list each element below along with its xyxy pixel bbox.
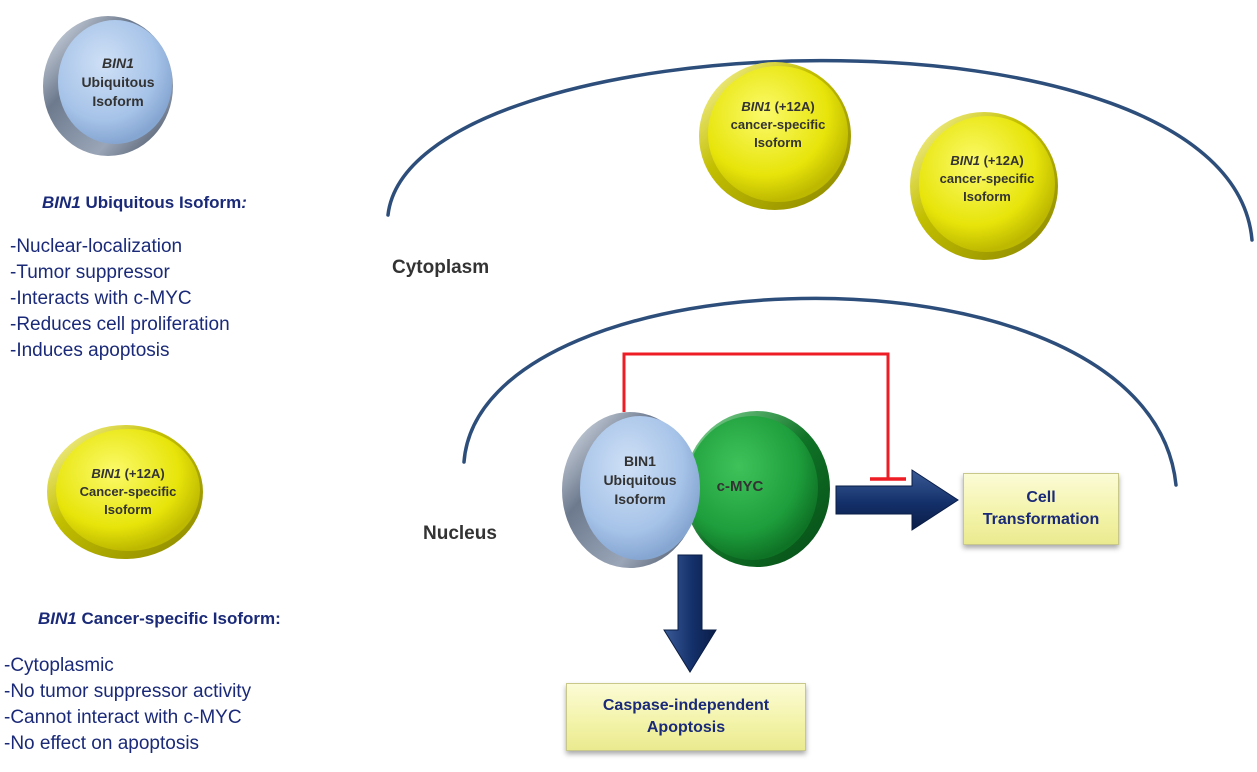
nuclear-membrane	[462, 296, 1178, 487]
cmyc-label: c-MYC	[716, 478, 764, 495]
nucleus-label: Nucleus	[423, 523, 497, 544]
cytoplasm-disc-1-label: BIN1 (+12A) cancer-specific Isoform	[730, 99, 826, 150]
list-item: -No tumor suppressor activity	[4, 681, 252, 702]
list-item: -Tumor suppressor	[10, 262, 170, 283]
cell-membrane	[386, 58, 1254, 242]
list-item: -Cannot interact with c-MYC	[4, 707, 242, 728]
cell-transformation-box: Cell Transformation	[963, 473, 1119, 545]
ubiquitous-heading: BIN1 Ubiquitous Isoform:	[42, 193, 247, 212]
list-item: -Cytoplasmic	[4, 655, 114, 676]
cytoplasm-disc-1	[699, 62, 851, 210]
list-item: -Reduces cell proliferation	[10, 314, 230, 335]
apoptosis-box: Caspase-independent Apoptosis	[566, 683, 806, 751]
cmyc-disc	[684, 411, 830, 567]
legend-cancer-disc-label: BIN1 (+12A) Cancer-specific Isoform	[79, 466, 177, 517]
legend-ubiquitous-disc	[43, 16, 173, 156]
cytoplasm-label: Cytoplasm	[392, 257, 490, 278]
arrow-to-apoptosis	[663, 554, 717, 673]
cytoplasm-disc-2	[910, 112, 1058, 260]
bin1-complex-disc	[562, 412, 700, 568]
legend-ubiquitous-disc-label: BIN1 Ubiquitous Isoform	[81, 55, 155, 109]
list-item: -Induces apoptosis	[10, 340, 170, 361]
cancer-properties-list: -Cytoplasmic -No tumor suppressor activi…	[4, 653, 251, 757]
list-item: -No effect on apoptosis	[4, 733, 200, 754]
cytoplasm-disc-2-label: BIN1 (+12A) cancer-specific Isoform	[939, 153, 1035, 204]
bin1-complex-label: BIN1 Ubiquitous Isoform	[603, 453, 677, 507]
list-item: -Interacts with c-MYC	[10, 288, 192, 309]
legend-cancer-disc	[47, 425, 203, 559]
inhibition-line	[622, 352, 890, 478]
arrow-to-transformation	[835, 469, 959, 531]
list-item: -Nuclear-localization	[10, 236, 183, 257]
cancer-heading: BIN1 Cancer-specific Isoform:	[38, 609, 281, 628]
ubiquitous-properties-list: -Nuclear-localization -Tumor suppressor …	[10, 234, 230, 364]
